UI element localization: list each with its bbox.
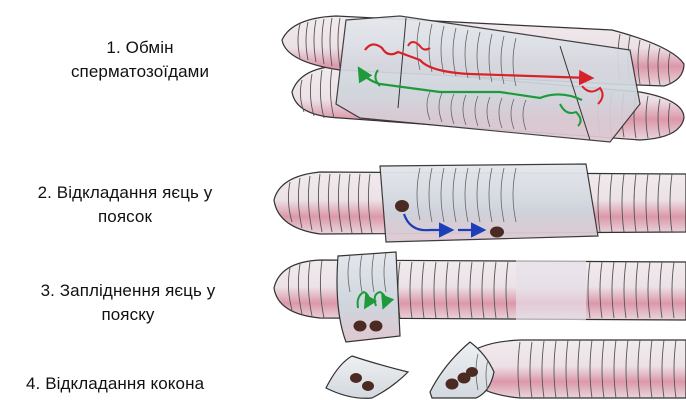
egg-icon (466, 367, 478, 377)
egg-laying-illustration (274, 164, 686, 242)
cocoon-laying-illustration (326, 340, 686, 398)
mating-worms-illustration (282, 16, 684, 142)
fertilization-illustration (274, 252, 686, 342)
egg-icon (446, 379, 459, 390)
egg-icon (395, 200, 409, 212)
clitellum-3-band (516, 260, 586, 320)
egg-icon (370, 321, 383, 332)
egg-icon (354, 321, 367, 332)
egg-icon (362, 381, 374, 391)
worm-4-body (462, 340, 686, 398)
cocoon-icon (326, 356, 408, 398)
egg-icon (350, 373, 362, 383)
egg-icon (490, 227, 504, 238)
